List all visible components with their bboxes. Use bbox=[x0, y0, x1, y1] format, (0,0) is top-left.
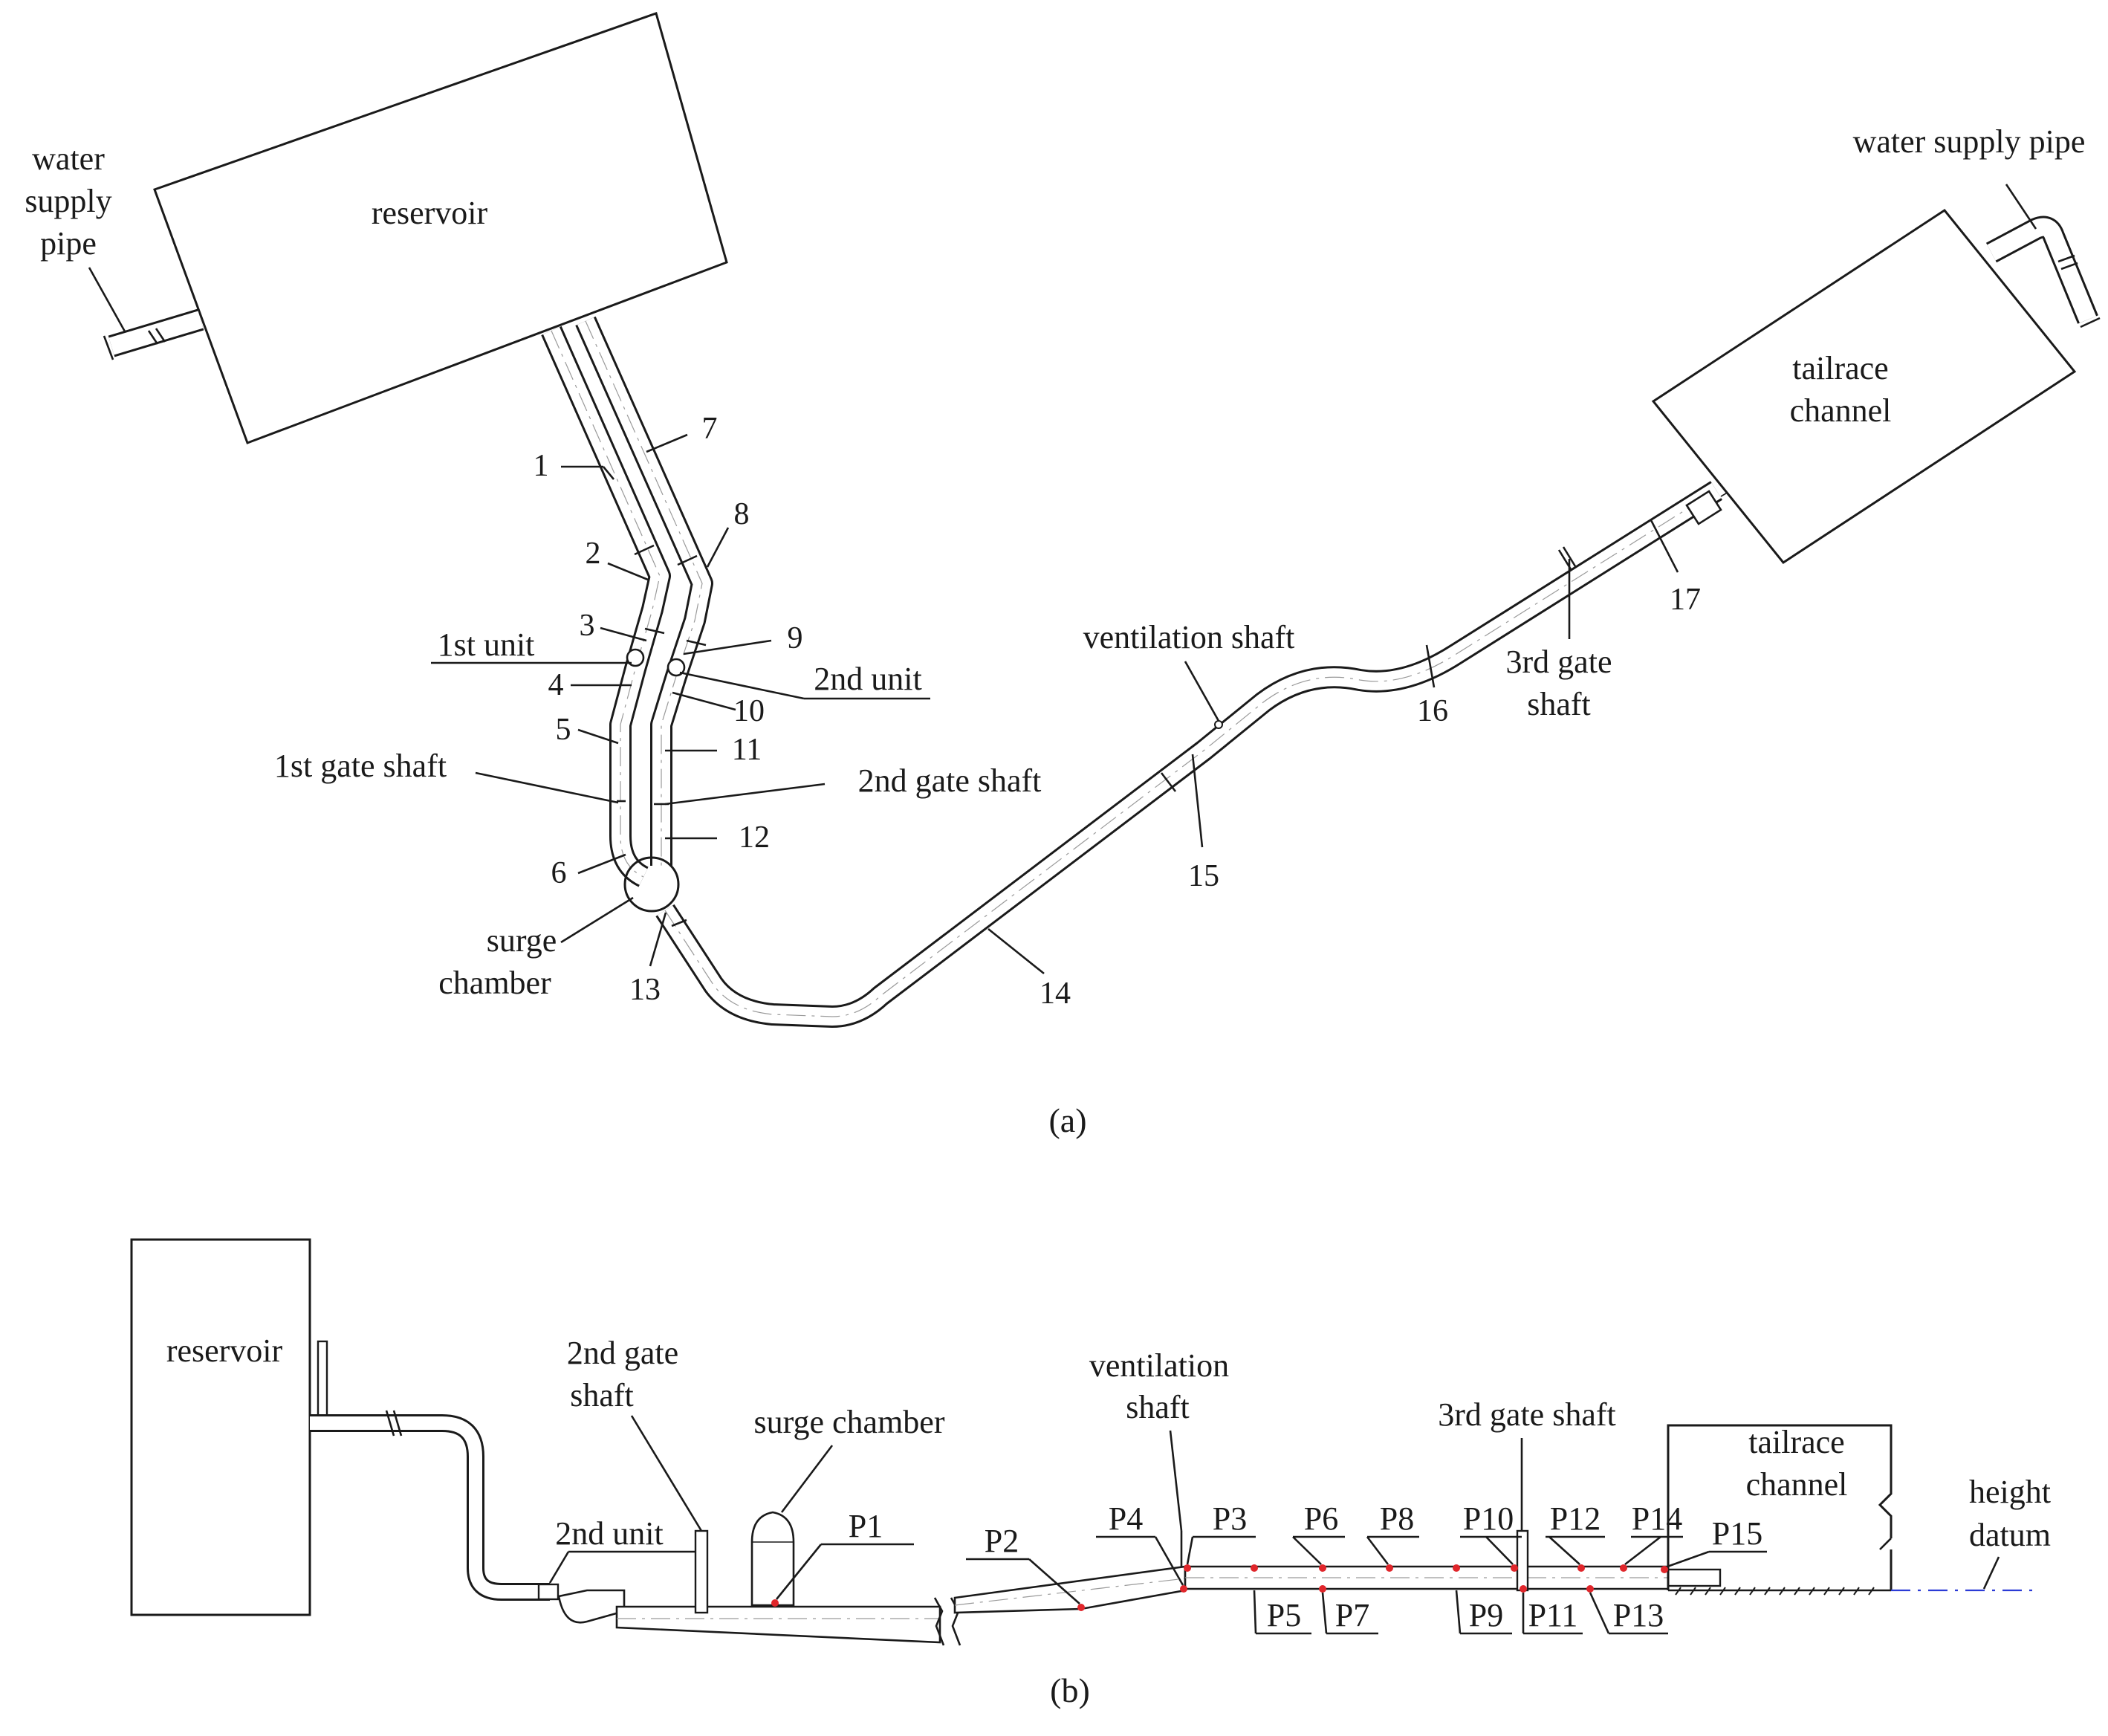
surge-chamber-a-line1: surge bbox=[487, 922, 557, 959]
label-p6: P6 bbox=[1304, 1500, 1338, 1537]
point-p8 bbox=[1386, 1564, 1393, 1572]
ventilation-shaft-b-line2: shaft bbox=[1126, 1389, 1190, 1425]
point-labels: P1 P2 P3 P4 P5 P6 P7 P8 P9 P10 P11 P12 P… bbox=[775, 1500, 1767, 1635]
segment-1: 1 bbox=[534, 449, 549, 483]
label-p5: P5 bbox=[1267, 1597, 1301, 1633]
label-p4: P4 bbox=[1109, 1500, 1143, 1537]
tailrace-a-line2: channel bbox=[1790, 392, 1892, 429]
label-p11: P11 bbox=[1528, 1597, 1578, 1633]
reservoir-a: reservoir bbox=[153, 12, 728, 444]
segment-17: 17 bbox=[1670, 583, 1701, 617]
height-datum-line2: datum bbox=[1969, 1517, 2051, 1553]
reservoir-a-label: reservoir bbox=[372, 195, 488, 231]
point-p7 bbox=[1319, 1585, 1326, 1593]
surge-chamber-b-label: surge chamber bbox=[754, 1404, 945, 1440]
panel-a: reservoir water supply pipe bbox=[25, 12, 2101, 1139]
point-p14 bbox=[1620, 1564, 1627, 1572]
panel-b: reservoir bbox=[130, 1238, 2051, 1709]
point-p9 bbox=[1453, 1564, 1460, 1572]
label-p3: P3 bbox=[1213, 1500, 1247, 1537]
named-labels-a: 1st unit 2nd unit 1st gate shaft 2nd gat… bbox=[274, 559, 1612, 1001]
ventilation-shaft-a-label: ventilation shaft bbox=[1083, 619, 1295, 655]
second-unit-b-label: 2nd unit bbox=[555, 1515, 663, 1552]
label-p13: P13 bbox=[1613, 1597, 1664, 1633]
tailrace-b-line2: channel bbox=[1746, 1466, 1848, 1503]
segment-2: 2 bbox=[586, 537, 601, 571]
caption-a: (a) bbox=[1048, 1101, 1086, 1139]
third-gate-shaft-a-line1: 3rd gate bbox=[1506, 644, 1612, 680]
point-p4 bbox=[1180, 1585, 1187, 1593]
penstock-2 bbox=[575, 316, 713, 866]
point-p5 bbox=[1251, 1564, 1258, 1572]
water-supply-right-label: water supply pipe bbox=[1853, 123, 2086, 160]
water-supply-pipe-left: water supply pipe bbox=[25, 140, 204, 360]
tailrace-tunnel bbox=[655, 481, 1747, 1028]
second-gate-shaft-label: 2nd gate shaft bbox=[858, 762, 1042, 799]
reservoir-b: reservoir bbox=[130, 1238, 328, 1616]
tailrace-channel-a: tailrace channel bbox=[1651, 209, 2077, 564]
label-p15: P15 bbox=[1712, 1515, 1762, 1552]
segment-12: 12 bbox=[739, 820, 770, 855]
point-p1 bbox=[771, 1599, 779, 1607]
water-supply-left-line3: pipe bbox=[40, 225, 97, 262]
third-gate-shaft-b-label: 3rd gate shaft bbox=[1438, 1396, 1615, 1433]
segment-5: 5 bbox=[556, 713, 571, 747]
point-p11 bbox=[1520, 1585, 1527, 1593]
second-gate-shaft-b-line1: 2nd gate bbox=[567, 1335, 678, 1371]
point-p3 bbox=[1184, 1564, 1191, 1572]
segment-3: 3 bbox=[580, 609, 595, 643]
penstock-1 bbox=[541, 326, 671, 887]
ventilation-shaft-b-line1: ventilation bbox=[1089, 1347, 1229, 1384]
first-unit-label: 1st unit bbox=[438, 626, 535, 663]
label-p14: P14 bbox=[1632, 1500, 1682, 1537]
first-gate-shaft-label: 1st gate shaft bbox=[274, 748, 447, 784]
point-p6 bbox=[1319, 1564, 1326, 1572]
label-p2: P2 bbox=[985, 1523, 1019, 1559]
tailrace-b-line1: tailrace bbox=[1748, 1424, 1844, 1460]
segment-15: 15 bbox=[1188, 859, 1219, 893]
measure-points bbox=[771, 1564, 1668, 1611]
label-p1: P1 bbox=[849, 1508, 883, 1544]
surge-chamber-a-line2: chamber bbox=[438, 965, 551, 1001]
point-p2 bbox=[1077, 1604, 1085, 1611]
segment-14: 14 bbox=[1040, 976, 1071, 1011]
point-p13 bbox=[1586, 1585, 1594, 1593]
segment-10: 10 bbox=[733, 694, 765, 728]
segment-labels-a: 1 2 3 4 5 6 7 8 9 10 11 12 13 1 bbox=[534, 412, 1702, 1011]
tailrace-a-line1: tailrace bbox=[1792, 350, 1888, 386]
point-p10 bbox=[1511, 1564, 1518, 1572]
point-p15 bbox=[1661, 1566, 1668, 1573]
second-gate-shaft-b-line2: shaft bbox=[570, 1377, 634, 1413]
segment-16: 16 bbox=[1417, 694, 1448, 728]
label-p10: P10 bbox=[1463, 1500, 1514, 1537]
segment-6: 6 bbox=[551, 856, 567, 890]
segment-13: 13 bbox=[629, 973, 661, 1007]
segment-7: 7 bbox=[702, 412, 718, 446]
segment-9: 9 bbox=[788, 621, 803, 655]
segment-11: 11 bbox=[732, 733, 762, 767]
point-p12 bbox=[1577, 1564, 1585, 1572]
segment-8: 8 bbox=[734, 497, 750, 531]
named-labels-b: 2nd gate shaft surge chamber 2nd unit ve… bbox=[548, 1335, 2051, 1590]
third-gate-shaft-a-line2: shaft bbox=[1527, 686, 1591, 722]
second-unit-label: 2nd unit bbox=[814, 661, 921, 697]
inlet-pipe-b bbox=[310, 1410, 560, 1601]
water-supply-pipe-right: water supply pipe bbox=[1853, 123, 2101, 328]
tailrace-channel-b: tailrace channel bbox=[1667, 1424, 2036, 1596]
label-p8: P8 bbox=[1380, 1500, 1414, 1537]
segment-4: 4 bbox=[548, 668, 564, 702]
surge-chamber-a bbox=[623, 856, 680, 913]
water-supply-left-line2: supply bbox=[25, 183, 111, 219]
label-p12: P12 bbox=[1550, 1500, 1601, 1537]
reservoir-b-label: reservoir bbox=[166, 1332, 283, 1369]
height-datum-line1: height bbox=[1969, 1474, 2051, 1510]
label-p9: P9 bbox=[1469, 1597, 1503, 1633]
label-p7: P7 bbox=[1335, 1597, 1369, 1633]
water-supply-left-line1: water bbox=[32, 140, 105, 177]
caption-b: (b) bbox=[1050, 1671, 1090, 1709]
